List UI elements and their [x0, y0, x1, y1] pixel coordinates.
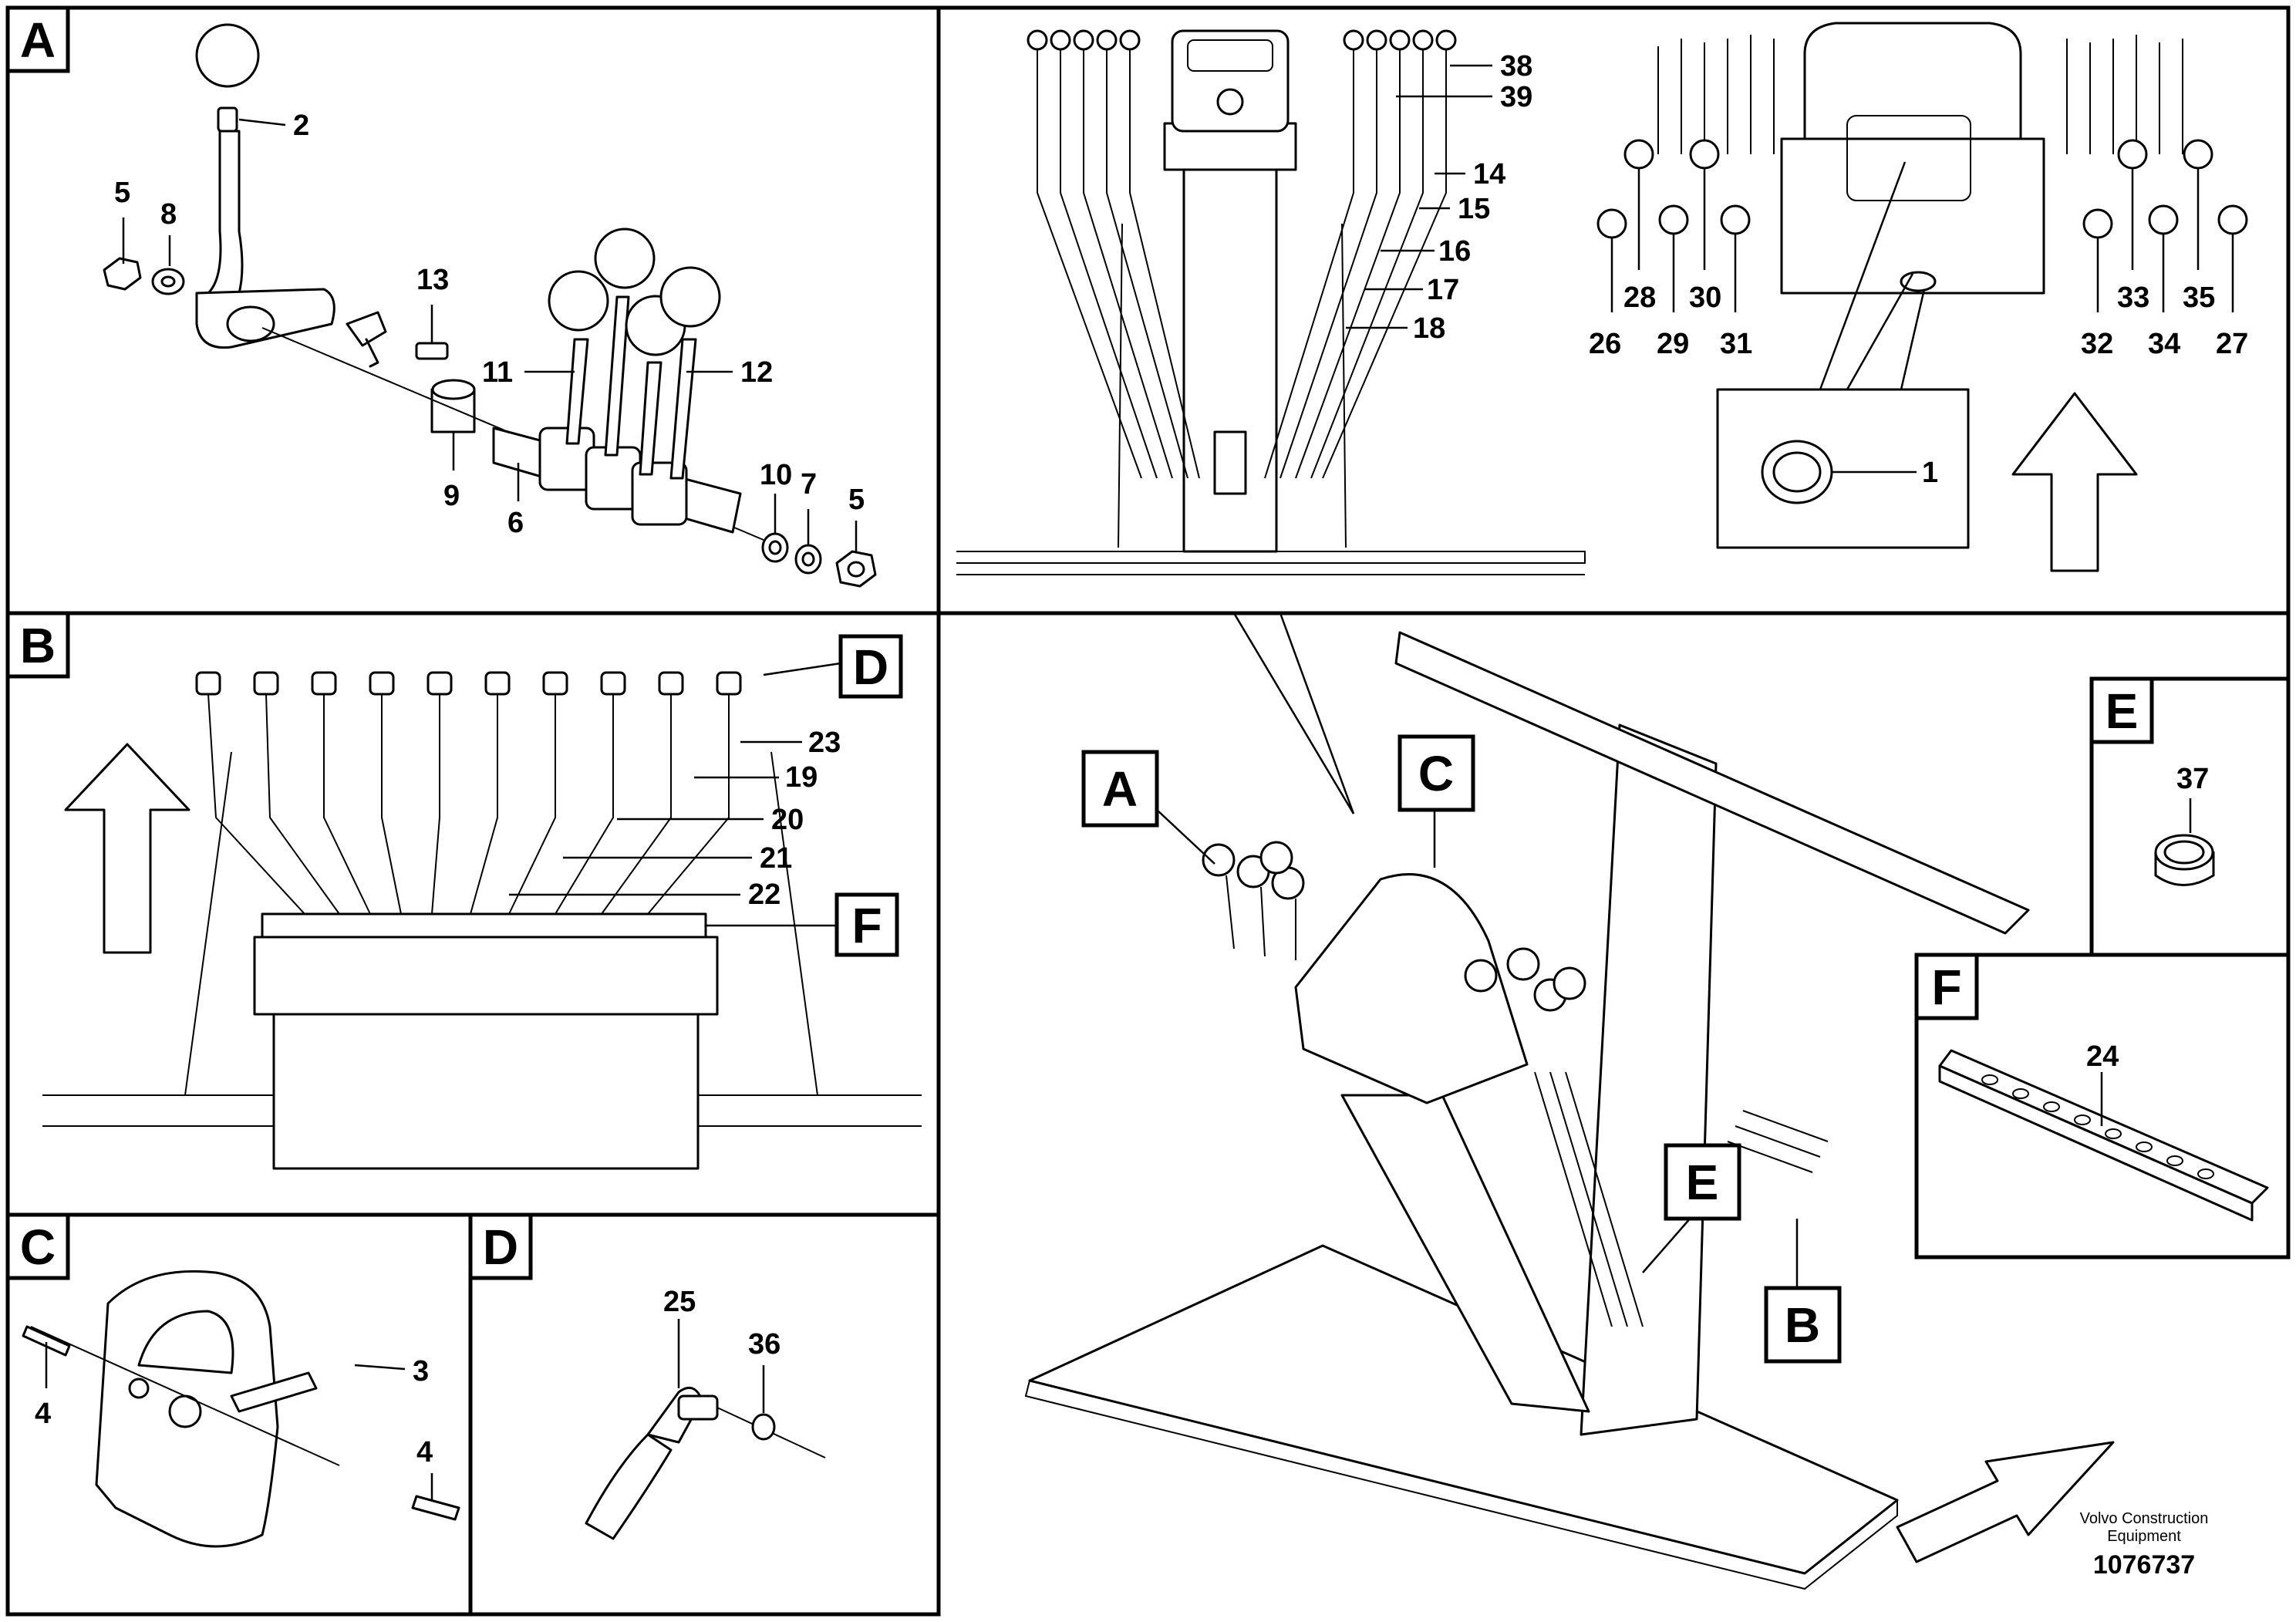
console-rear-view [1596, 22, 2248, 572]
svg-text:B: B [20, 618, 56, 673]
company-name-line2: Equipment [2107, 1528, 2181, 1545]
part-number-27: 27 [2216, 328, 2248, 360]
panel-a-drawing [103, 23, 877, 588]
part-number-22: 22 [748, 878, 781, 911]
svg-text:F: F [851, 898, 882, 953]
part-number-15: 15 [1458, 193, 1490, 225]
panel-b-tag: B [5, 611, 70, 679]
panel-d-part-numbers: 25 36 [663, 1286, 781, 1361]
part-number-11: 11 [482, 356, 513, 389]
part-number-8: 8 [160, 198, 177, 231]
panel-d-tag: D [468, 1212, 533, 1280]
part-number-28: 28 [1623, 282, 1656, 314]
panel-a-frame [5, 5, 941, 615]
part-number-30: 30 [1689, 282, 1721, 314]
panel-e-tag: E [2089, 676, 2154, 744]
part-number-35: 35 [2183, 282, 2215, 314]
part-number-25: 25 [663, 1286, 696, 1318]
drawing-footer: Volvo Construction Equipment 1076737 [2080, 1510, 2209, 1580]
panel-f-tag: F [1914, 953, 1979, 1020]
overview-callout-b: B [1764, 1286, 1842, 1364]
view-direction-arrow [2011, 392, 2138, 572]
part-number-36: 36 [748, 1328, 781, 1361]
part-number-1: 1 [1922, 457, 1938, 489]
part-number-3: 3 [413, 1355, 429, 1388]
part-number-13: 13 [416, 264, 449, 296]
console-rear-part-numbers: 26 28 29 30 31 32 33 34 35 27 1 [1589, 282, 2248, 489]
part-number-5: 5 [114, 177, 130, 209]
overview-callout-a: A [1081, 750, 1159, 828]
svg-text:C: C [20, 1219, 56, 1275]
svg-text:F: F [1931, 959, 1961, 1015]
panel-a-tag: A [5, 5, 70, 73]
part-number-37: 37 [2176, 763, 2209, 795]
part-number-23: 23 [808, 727, 841, 759]
panel-c-drawing [22, 1270, 460, 1548]
panel-b-part-numbers: 23 19 20 21 22 [748, 727, 841, 911]
part-number-18: 18 [1413, 312, 1445, 345]
panel-b-callout-d: D [838, 634, 903, 699]
part-number-7: 7 [801, 468, 817, 501]
overview-direction-arrow [1896, 1441, 2115, 1563]
part-number-29: 29 [1657, 328, 1689, 360]
svg-text:A: A [1102, 761, 1138, 817]
console-front-view [956, 29, 1586, 575]
part-number-4a: 4 [35, 1398, 51, 1430]
part-number-39: 39 [1500, 81, 1532, 113]
panel-d-drawing [585, 1319, 826, 1540]
panel-f-frame [1914, 953, 2291, 1259]
svg-text:E: E [2106, 683, 2139, 739]
console-front-part-numbers: 38 39 14 15 16 17 18 [1413, 50, 1532, 345]
svg-text:D: D [853, 639, 888, 695]
overview-callout-e: E [1664, 1143, 1741, 1221]
part-number-32: 32 [2081, 328, 2113, 360]
svg-text:A: A [20, 12, 56, 68]
bearing-detail-box [1716, 388, 1970, 549]
drawing-number: 1076737 [2093, 1550, 2195, 1580]
part-number-4b: 4 [416, 1436, 433, 1469]
overview-callout-c: C [1397, 734, 1475, 812]
panel-b-up-arrow [64, 743, 190, 954]
part-number-5b: 5 [848, 484, 865, 516]
part-number-9: 9 [443, 480, 460, 512]
panel-c-part-numbers: 3 4 4 [35, 1355, 433, 1469]
part-number-2: 2 [293, 110, 309, 142]
part-number-21: 21 [760, 842, 792, 875]
svg-text:B: B [1785, 1297, 1820, 1353]
panel-a-part-numbers: 2 5 8 13 11 12 9 6 10 7 5 [114, 110, 865, 539]
svg-text:E: E [1686, 1155, 1719, 1210]
part-number-24: 24 [2086, 1040, 2119, 1073]
part-number-31: 31 [1720, 328, 1752, 360]
svg-text:D: D [483, 1219, 518, 1275]
part-number-17: 17 [1427, 274, 1459, 306]
part-number-33: 33 [2117, 282, 2149, 314]
part-number-12: 12 [740, 356, 773, 389]
part-number-16: 16 [1438, 235, 1471, 268]
overview-drawing [1024, 612, 2115, 1590]
panel-d-frame [468, 1212, 941, 1617]
panel-b-callout-f: F [834, 892, 899, 957]
part-number-19: 19 [785, 761, 818, 794]
panel-b-drawing [42, 662, 922, 1170]
company-name-line1: Volvo Construction [2080, 1510, 2209, 1527]
panel-e-drawing [2154, 798, 2215, 886]
panel-c-tag: C [5, 1212, 70, 1280]
part-number-6: 6 [507, 507, 524, 539]
part-number-14: 14 [1473, 158, 1505, 191]
part-number-38: 38 [1500, 50, 1532, 83]
part-number-26: 26 [1589, 328, 1621, 360]
svg-text:C: C [1418, 746, 1454, 801]
part-number-20: 20 [771, 804, 804, 836]
part-number-10: 10 [760, 459, 792, 491]
panel-f-drawing [1938, 1049, 2269, 1222]
part-number-34: 34 [2148, 328, 2180, 360]
